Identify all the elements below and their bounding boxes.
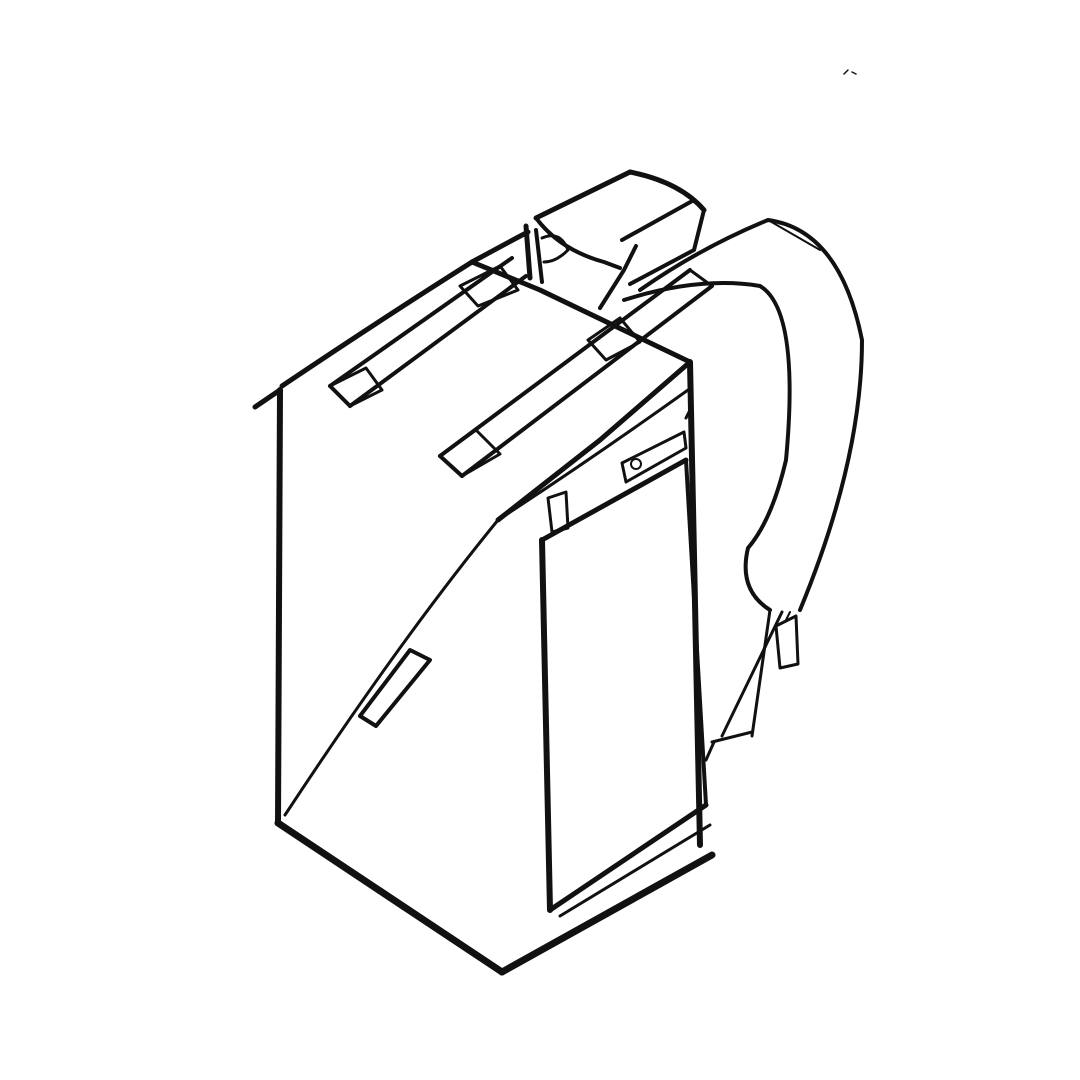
pocket-tab	[546, 490, 570, 534]
front-pocket	[539, 457, 712, 918]
stray-mark	[843, 69, 857, 75]
shoulder-strap	[622, 218, 864, 738]
top-lid	[279, 229, 703, 848]
side-handle	[358, 648, 432, 728]
roll-top	[533, 169, 707, 310]
front-panel-edge	[283, 359, 693, 817]
strap-anchor	[704, 730, 754, 762]
strap-buckle	[774, 611, 800, 670]
body-left-face	[252, 387, 716, 976]
lid-strap-right	[438, 268, 714, 478]
roll-top-clip	[523, 223, 570, 284]
lid-strap-left	[328, 256, 528, 408]
side-buckle-tab	[620, 408, 692, 484]
